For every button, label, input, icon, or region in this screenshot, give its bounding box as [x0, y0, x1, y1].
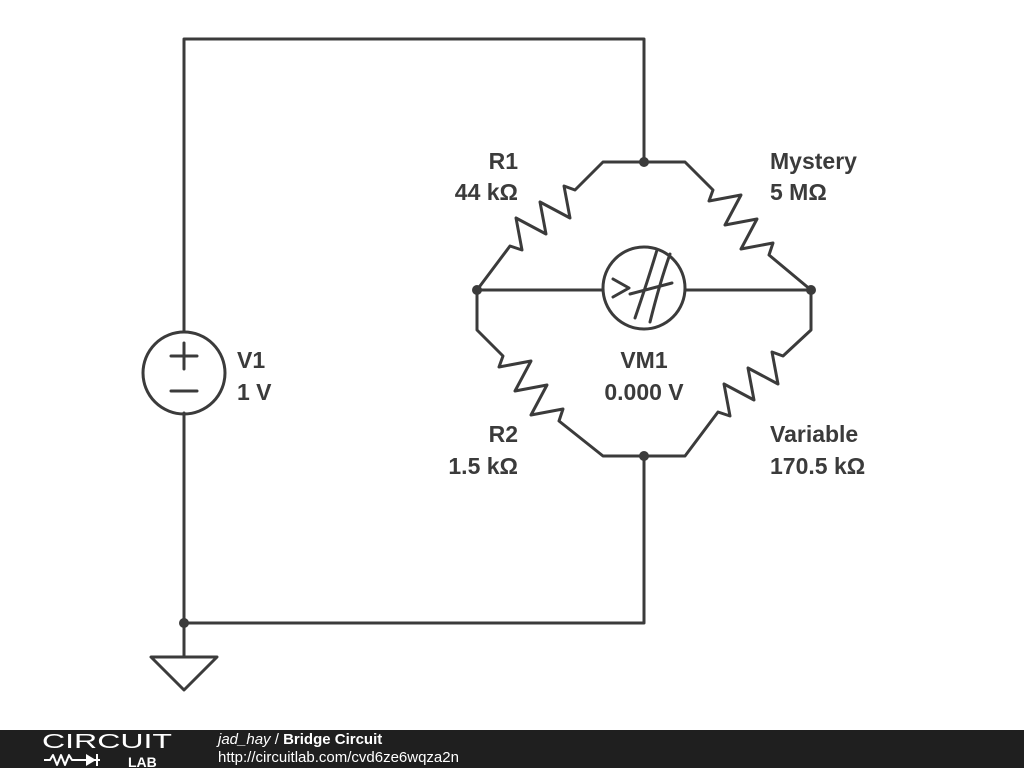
junction-ground: [179, 618, 189, 628]
voltage-source-v1: [141, 330, 227, 416]
top-wire: [182, 37, 646, 334]
credit-separator: /: [274, 731, 279, 748]
r2-name-label: R2: [489, 421, 518, 447]
circuit-title[interactable]: Bridge Circuit: [283, 731, 383, 748]
ground-symbol: [149, 621, 219, 692]
mystery-name-label: Mystery: [770, 148, 857, 174]
vm1-name-label: VM1: [620, 347, 668, 373]
circuit-credit: jad_hay / Bridge Circuit: [218, 731, 382, 749]
v1-value-label: 1 V: [237, 379, 272, 405]
resistor-mystery: [642, 160, 813, 292]
circuit-url-link[interactable]: http://circuitlab.com/cvd6ze6wqza2n: [218, 749, 459, 766]
bridge-circuit-schematic: R1 44 kΩ Mystery 5 MΩ V1 1 V VM1 0.000 V…: [141, 37, 865, 692]
resistor-r2: [475, 288, 646, 458]
logo-wordmark-bottom: LAB: [128, 754, 157, 768]
variable-name-label: Variable: [770, 421, 858, 447]
logo-diode-icon: [78, 754, 100, 766]
author-link[interactable]: jad_hay: [218, 731, 271, 748]
voltmeter-vm1: [475, 245, 813, 331]
mystery-value-label: 5 MΩ: [770, 179, 827, 205]
logo-resistor-icon: [44, 754, 78, 766]
r1-name-label: R1: [489, 148, 519, 174]
r1-value-label: 44 kΩ: [455, 179, 518, 205]
vm1-value-label: 0.000 V: [604, 379, 684, 405]
bottom-wire: [182, 411, 646, 625]
variable-value-label: 170.5 kΩ: [770, 453, 865, 479]
resistor-r1: [475, 160, 646, 292]
circuitlab-logo[interactable]: CIRCUIT LAB: [42, 732, 177, 768]
logo-wordmark-top: CIRCUIT: [42, 732, 172, 753]
footer-bar: CIRCUIT LAB jad_hay / Bridge Circuit htt…: [0, 730, 1024, 768]
r2-value-label: 1.5 kΩ: [448, 453, 518, 479]
v1-name-label: V1: [237, 347, 265, 373]
resistor-variable: [642, 288, 813, 458]
